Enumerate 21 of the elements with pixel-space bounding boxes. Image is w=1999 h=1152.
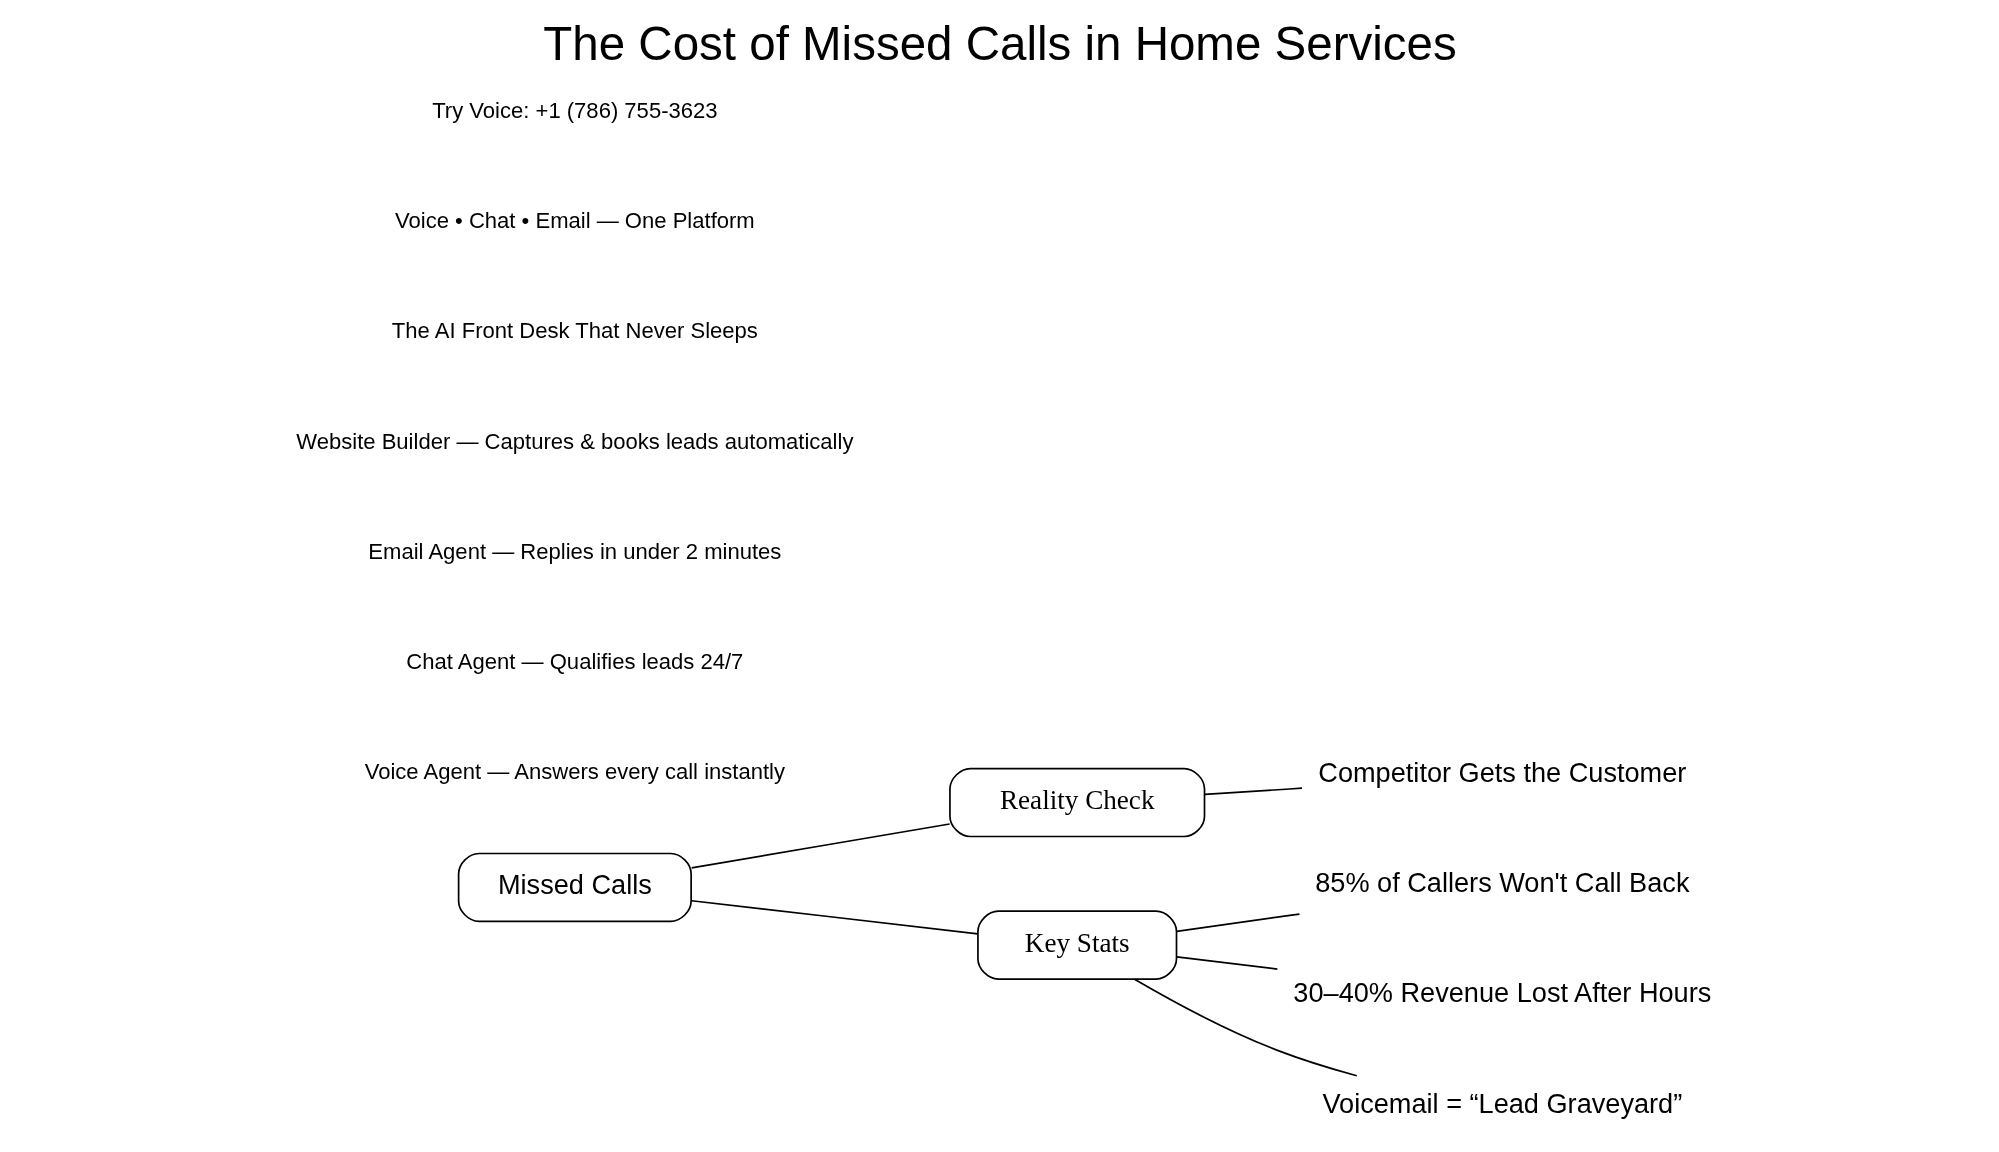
label: Voice Agent — Answers every call instantly [364,759,785,785]
label: Website Builder — Captures & books leads automatically [295,428,853,454]
connector [1175,913,1300,933]
node-text: 30–40% Revenue Lost After Hours [1292,977,1711,1009]
node-text: Voicemail = “Lead Graveyard” [1321,1087,1682,1119]
diagram-title: The Cost of Missed Calls in Home Services [542,16,1457,70]
node-text: 85% of Callers Won't Call Back [1314,867,1689,899]
label: The AI Front Desk That Never Sleeps [391,318,758,344]
node-box: Reality Check [948,767,1205,838]
connector [1203,787,1303,796]
node-box: Key Stats [976,910,1177,980]
node-text: Competitor Gets the Customer [1317,756,1686,788]
node-box: Missed Calls [457,852,692,923]
label: Try Voice: +1 (786) 755-3623 [431,97,718,123]
label: Voice • Chat • Email — One Platform [394,207,755,233]
connector [690,899,979,935]
connector [1175,956,1278,970]
connector [690,823,950,869]
label: Chat Agent — Qualifies leads 24/7 [405,649,743,675]
connector [1133,978,1358,1077]
label: Email Agent — Replies in under 2 minutes [367,538,781,564]
